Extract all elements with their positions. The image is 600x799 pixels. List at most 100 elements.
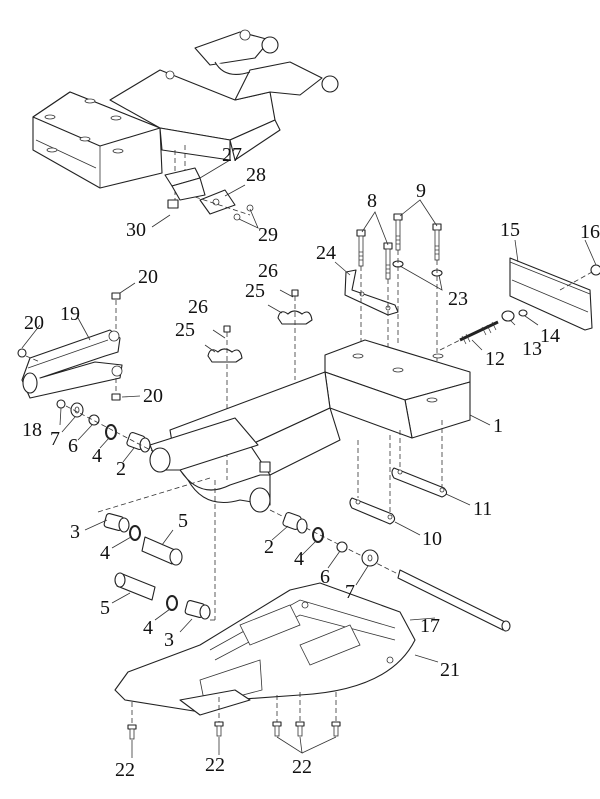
left-bearing-stack — [56, 399, 161, 456]
bolts-8-9-group — [344, 213, 443, 375]
cap — [56, 399, 66, 409]
callout-19: 19 — [60, 303, 80, 325]
callout-8: 8 — [367, 190, 377, 212]
callout-2: 2 — [264, 536, 274, 558]
callout-29: 29 — [258, 224, 278, 246]
callout-3: 3 — [70, 521, 80, 543]
callout-18: 18 — [22, 419, 42, 441]
bolt — [111, 393, 121, 401]
bracket-24 — [344, 269, 399, 316]
callout-6: 6 — [68, 435, 78, 457]
callout-25: 25 — [175, 319, 195, 341]
pivot-sleeve — [141, 536, 183, 566]
bolt-30 — [167, 199, 179, 209]
callout-9: 9 — [416, 180, 426, 202]
washer — [88, 414, 100, 426]
callout-1: 1 — [493, 415, 503, 437]
callout-24: 24 — [316, 242, 336, 264]
right-bearing-stack — [269, 509, 511, 632]
bolt — [356, 229, 366, 267]
bolt — [291, 289, 299, 297]
callout-15: 15 — [500, 219, 520, 241]
washer — [336, 541, 348, 553]
chain-guide — [509, 257, 593, 331]
callout-20: 20 — [143, 385, 163, 407]
pivot-parts — [97, 477, 216, 621]
needle-bearing — [282, 511, 308, 534]
callout-13: 13 — [522, 338, 542, 360]
callout-16: 16 — [580, 221, 600, 243]
needle-bearing — [126, 431, 151, 453]
reference-swingarm-assembly — [32, 29, 339, 189]
lock-washer — [501, 310, 515, 322]
callout-26: 26 — [188, 296, 208, 318]
callout-23: 23 — [448, 288, 468, 310]
axle — [397, 569, 511, 632]
washer — [518, 309, 528, 317]
callout-20: 20 — [24, 312, 44, 334]
callout-4: 4 — [143, 617, 153, 639]
leader-lines — [21, 159, 597, 758]
callout-5: 5 — [100, 597, 110, 619]
callout-27: 27 — [222, 144, 242, 166]
callout-17: 17 — [420, 615, 440, 637]
callout-25: 25 — [245, 280, 265, 302]
bolt — [383, 242, 393, 280]
callout-20: 20 — [138, 266, 158, 288]
bolt — [17, 348, 27, 358]
callout-4: 4 — [100, 542, 110, 564]
chain-guide-group — [439, 257, 600, 351]
plate-10 — [349, 497, 396, 525]
screw — [246, 204, 254, 212]
bolt — [295, 721, 305, 737]
callout-labels: 1 2 2 3 3 4 4 4 4 5 5 6 6 7 7 8 9 10 11 … — [22, 144, 600, 781]
callout-22: 22 — [115, 759, 135, 781]
bolt — [223, 325, 231, 333]
callout-7: 7 — [50, 428, 60, 450]
callout-4: 4 — [294, 548, 304, 570]
callout-14: 14 — [540, 325, 560, 347]
nut — [590, 264, 600, 276]
o-ring — [129, 525, 141, 541]
adjuster-bolt — [459, 320, 499, 345]
bolt — [432, 223, 442, 261]
pivot-sleeve — [114, 572, 156, 601]
bolt — [214, 721, 224, 737]
o-ring — [166, 595, 178, 611]
bracket-27-group — [164, 145, 254, 221]
plates-group — [349, 420, 448, 525]
bracket-side — [171, 177, 206, 201]
chain-slider — [21, 329, 123, 399]
o-ring — [105, 424, 117, 440]
chain-slider-group — [17, 292, 123, 401]
callout-22: 22 — [205, 754, 225, 776]
callout-2: 2 — [116, 458, 126, 480]
bolt — [393, 213, 403, 251]
swingarm-1 — [149, 289, 471, 513]
callout-21: 21 — [440, 659, 460, 681]
callout-30: 30 — [126, 219, 146, 241]
callout-12: 12 — [485, 348, 505, 370]
callout-5: 5 — [178, 510, 188, 532]
screw — [233, 213, 241, 221]
bolt — [111, 292, 121, 300]
clamp — [277, 310, 313, 325]
callout-6: 6 — [320, 566, 330, 588]
callout-22: 22 — [292, 756, 312, 778]
collar — [103, 513, 130, 533]
callout-28: 28 — [246, 164, 266, 186]
callout-3: 3 — [164, 629, 174, 651]
callout-4: 4 — [92, 445, 102, 467]
callout-7: 7 — [345, 581, 355, 603]
callout-26: 26 — [258, 260, 278, 282]
collar — [184, 600, 211, 620]
o-ring — [312, 527, 324, 543]
bolt — [331, 721, 341, 737]
plate-11 — [391, 467, 448, 498]
bolt — [272, 721, 282, 737]
bolt — [127, 724, 137, 740]
callout-11: 11 — [473, 498, 492, 520]
callout-10: 10 — [422, 528, 442, 550]
skid-plate-group — [114, 582, 416, 740]
